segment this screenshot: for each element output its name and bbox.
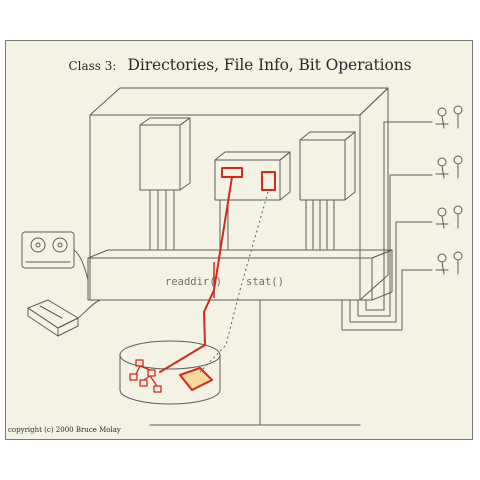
terminal-user-icon: [435, 205, 463, 229]
process-box-middle: [214, 151, 291, 251]
readdir-label: readdir(): [165, 276, 222, 288]
slide-frame: [5, 40, 473, 440]
slide-title: Class 3: Directories, File Info, Bit Ope…: [0, 55, 480, 74]
file-info-buffer: [261, 171, 276, 191]
stat-path: [199, 191, 269, 373]
directory-buffer: [221, 167, 243, 178]
terminal-user-icon: [435, 105, 463, 129]
readdir-path: [159, 176, 233, 373]
copyright-notice: copyright (c) 2000 Bruce Molay: [8, 426, 121, 434]
directory-tree: [129, 359, 162, 393]
inode-block: [179, 367, 213, 391]
stat-label: stat(): [246, 276, 284, 288]
terminal-user-icon: [435, 251, 463, 275]
tape-drive-icon: [21, 231, 75, 269]
disk-icon: [119, 340, 221, 405]
process-box-left: [139, 117, 191, 251]
system-call-shelf: [87, 249, 393, 301]
class-number: Class 3:: [68, 59, 117, 73]
printer-icon: [27, 299, 79, 337]
terminal-wires: [341, 121, 433, 331]
terminal-user-icon: [435, 155, 463, 179]
printer-cable: [77, 299, 101, 319]
process-box-right: [299, 131, 356, 251]
topic-title: Directories, File Info, Bit Operations: [127, 56, 412, 74]
kernel-box: [89, 87, 389, 301]
tape-cable: [73, 249, 89, 281]
